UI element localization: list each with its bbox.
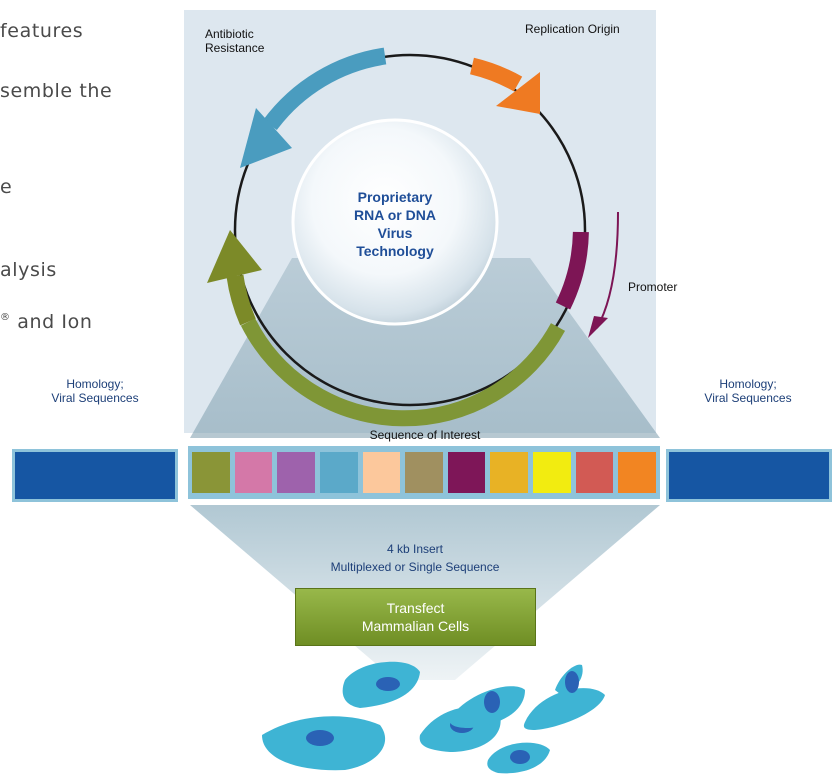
plasmid-circle: [233, 53, 587, 407]
antibiotic-arrowhead: [240, 108, 292, 168]
homology-right-label: Homology; Viral Sequences: [704, 377, 792, 405]
transfect-line-1: Transfect: [386, 600, 445, 616]
technology-circle: [291, 118, 499, 326]
sequence-segment: [405, 452, 443, 493]
mammalian-cells: [262, 661, 605, 774]
sequence-strip: [188, 446, 660, 499]
promoter-segment: [555, 231, 589, 310]
sequence-segment: [234, 452, 273, 493]
transfect-line-2: Mammalian Cells: [361, 618, 470, 634]
antibiotic-resistance-label: Antibiotic Resistance: [205, 27, 265, 55]
sequence-segment: [618, 452, 656, 493]
transfect-box: Transfect Mammalian Cells: [295, 588, 536, 646]
promoter-arrowhead: [588, 316, 608, 338]
bg-text-line: e: [0, 176, 13, 198]
cell-nucleus: [306, 730, 334, 746]
cell-nucleus: [484, 691, 500, 713]
technology-label: Proprietary RNA or DNA Virus Technology: [354, 189, 436, 259]
sequence-segment: [277, 452, 315, 493]
replication-origin-label: Replication Origin: [525, 22, 620, 36]
sequence-segment: [575, 452, 614, 493]
sequence-segment: [447, 452, 486, 493]
cell-nucleus: [376, 677, 400, 691]
promoter-arrow: [596, 211, 619, 329]
promoter-label: Promoter: [628, 280, 678, 294]
cell-nucleus: [565, 671, 579, 693]
homology-right-block: [666, 449, 832, 502]
bg-text-line: alysis: [0, 259, 57, 281]
bg-text-line: semble the: [0, 80, 113, 102]
olive-arrow: [226, 274, 256, 326]
insert-arc: [240, 318, 566, 427]
sequence-segment: [192, 452, 230, 493]
replication-arrowhead: [496, 72, 540, 114]
olive-arrowhead: [207, 230, 262, 283]
homology-left-label: Homology; Viral Sequences: [51, 377, 139, 405]
bg-text-line: ® and Ion: [0, 311, 93, 333]
sequence-segment: [533, 452, 571, 493]
sequence-segment: [362, 452, 401, 493]
insert-size-label: 4 kb Insert: [386, 542, 444, 556]
homology-left-block: [12, 449, 178, 502]
insert-type-label: Multiplexed or Single Sequence: [330, 560, 500, 574]
replication-arrow: [469, 57, 523, 92]
sequence-segment: [490, 452, 529, 493]
antibiotic-arrow: [263, 47, 387, 131]
sequence-of-interest-label: Sequence of Interest: [369, 428, 481, 442]
cell: [523, 688, 605, 730]
bg-text-line: features: [0, 20, 84, 42]
sequence-segment: [319, 452, 358, 493]
cell-nucleus: [510, 750, 530, 764]
